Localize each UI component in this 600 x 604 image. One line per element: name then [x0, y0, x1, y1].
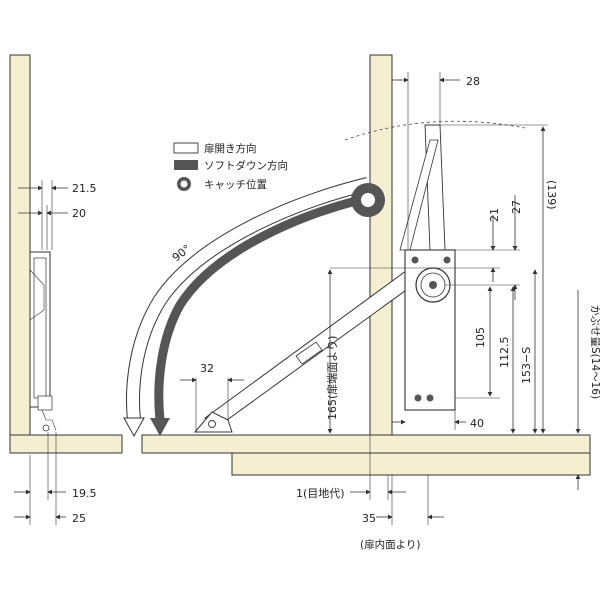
- right-side-panel: [369, 54, 393, 436]
- legend-soft-swatch: [174, 160, 198, 170]
- right-bottom-panel: [141, 434, 591, 454]
- right-dims: 28 (139) 27 21 105 112.5 153−S かぶせ量S(14: [330, 72, 600, 490]
- dim-40: 40: [470, 417, 484, 430]
- top-right-screw-icon: [443, 256, 451, 264]
- left-bottom-panel: [9, 434, 123, 454]
- bottom-right-screw-icon: [426, 394, 434, 402]
- dim-153-s: 153−S: [520, 347, 533, 384]
- dim-165-group: 165(扉端面より): [326, 269, 339, 434]
- dim-35-note: (扉内面より): [360, 538, 420, 551]
- left-cabinet: [9, 54, 123, 454]
- legend-catch-label: キャッチ位置: [204, 178, 267, 191]
- left-top-dims: 21.5 20: [18, 180, 97, 250]
- bottom-dims: 1(目地代) 35 (扉内面より): [296, 435, 444, 551]
- top-left-screw-icon: [411, 256, 419, 264]
- dim-overlap: かぶせ量S(14〜16): [589, 305, 600, 399]
- dim-139: (139): [545, 180, 558, 210]
- dim-27: 27: [510, 200, 523, 214]
- legend-open-swatch: [173, 142, 199, 154]
- door-panel: [231, 452, 591, 476]
- dim-20: 20: [72, 207, 86, 220]
- dim-32: 32: [200, 362, 214, 375]
- dim-19-5: 19.5: [72, 487, 97, 500]
- right-cabinet: [141, 54, 591, 476]
- main-pivot-icon: [429, 281, 437, 289]
- dim-35: 35: [362, 512, 376, 525]
- legend-open-label: 扉開き方向: [204, 142, 257, 155]
- left-hinge-plate: [29, 251, 57, 432]
- motion-arrows: 90°: [123, 177, 385, 438]
- left-side-panel: [9, 54, 31, 436]
- stay-arm: [193, 267, 421, 433]
- legend-soft-label: ソフトダウン方向: [204, 159, 288, 172]
- stay-base-pivot-icon: [208, 420, 216, 428]
- dim-32-group: 32: [180, 362, 244, 432]
- mechanism-body: [399, 124, 456, 411]
- dim-21: 21: [488, 208, 501, 222]
- dim-112-5: 112.5: [498, 337, 511, 369]
- dim-165: 165(扉端面より): [326, 336, 339, 420]
- legend: 扉開き方向 ソフトダウン方向 キャッチ位置: [173, 142, 288, 191]
- legend-catch-icon: [180, 180, 188, 188]
- dim-28: 28: [466, 75, 480, 88]
- dim-1: 1(目地代): [296, 487, 345, 500]
- dim-21-5: 21.5: [72, 182, 97, 195]
- dim-25: 25: [72, 512, 86, 525]
- dim-105: 105: [474, 327, 487, 348]
- left-bottom-dims: 19.5 25: [14, 432, 97, 525]
- bottom-left-screw-icon: [414, 394, 422, 402]
